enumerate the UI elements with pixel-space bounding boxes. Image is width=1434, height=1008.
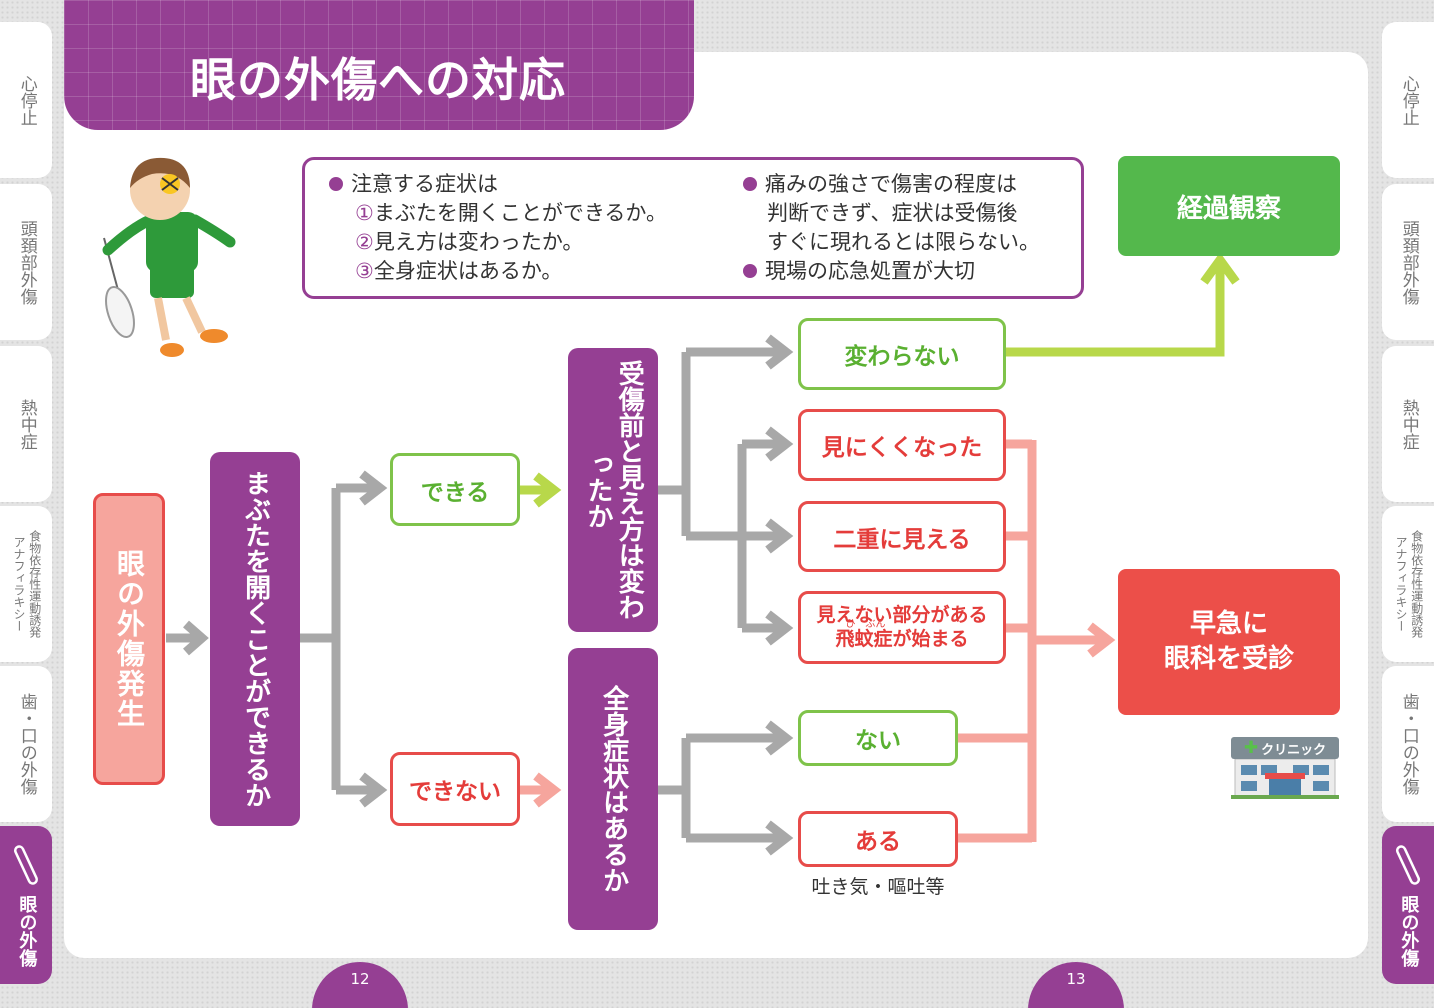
blind-spot-floaters-box: 見えない部分がある ひ ぶん 飛蚊症が始まる bbox=[798, 591, 1006, 664]
medical-cross-icon: ✚ bbox=[1243, 738, 1259, 758]
bandage-icon bbox=[1395, 845, 1421, 885]
question-eyelid-label: まぶたを開くことができるか bbox=[240, 470, 271, 808]
can-box: できる bbox=[390, 453, 520, 526]
tab-label: 頭頚部外傷 bbox=[1398, 219, 1419, 305]
observe-box: 経過観察 bbox=[1118, 156, 1340, 256]
arrow-symptoms-to-urgent bbox=[958, 439, 1104, 843]
blind-spot-label: 見えない部分がある bbox=[816, 603, 988, 626]
tab-teeth-mouth[interactable]: 歯・口の外傷 bbox=[0, 666, 52, 822]
tab-label: 歯・口の外傷 bbox=[16, 693, 37, 795]
unchanged-box: 変わらない bbox=[798, 318, 1006, 390]
clinic-sign: ✚クリニック bbox=[1231, 737, 1339, 759]
question-systemic-label: 全身症状はあるか bbox=[598, 685, 629, 893]
tab-label: 眼の外傷 bbox=[16, 895, 38, 967]
tab-anaphylaxis-right[interactable]: 食物依存性運動誘発アナフィラキシー bbox=[1382, 506, 1434, 662]
cannot-box: できない bbox=[390, 752, 520, 826]
double-vision-box: 二重に見える bbox=[798, 501, 1006, 572]
info-note-line: 判断できず、症状は受傷後 bbox=[767, 201, 1018, 225]
tab-anaphylaxis[interactable]: 食物依存性運動誘発アナフィラキシー bbox=[0, 506, 52, 662]
tab-head-neck[interactable]: 頭頚部外傷 bbox=[0, 184, 52, 340]
tab-teeth-mouth-right[interactable]: 歯・口の外傷 bbox=[1382, 666, 1434, 822]
bullet-icon bbox=[329, 177, 343, 191]
urgent-line-2: 眼科を受診 bbox=[1163, 644, 1294, 674]
tab-label: 食物依存性運動誘発 bbox=[27, 530, 42, 638]
info-note: 痛みの強さで傷害の程度は bbox=[743, 170, 1040, 199]
floaters-ruby: ひ bbox=[845, 618, 856, 630]
start-eye-injury-box: 眼の外傷発生 bbox=[93, 493, 165, 785]
floaters-label: 飛蚊症が始まる bbox=[835, 627, 969, 650]
tab-cardiac-arrest-right[interactable]: 心停止 bbox=[1382, 22, 1434, 178]
tab-label: 心停止 bbox=[1398, 74, 1419, 126]
info-item: ①まぶたを開くことができるか。 bbox=[355, 201, 667, 225]
tab-eye-injury-right[interactable]: 眼の外傷 bbox=[1382, 826, 1434, 984]
tab-label: アナフィラキシー bbox=[1394, 536, 1408, 632]
hard-to-see-box: 見にくくなった bbox=[798, 409, 1006, 481]
urgent-line-1: 早急に bbox=[1189, 608, 1268, 639]
tab-cardiac-arrest[interactable]: 心停止 bbox=[0, 22, 52, 178]
tab-eye-injury[interactable]: 眼の外傷 bbox=[0, 826, 52, 984]
floaters-ruby: ぶん bbox=[865, 618, 886, 630]
page-title: 眼の外傷への対応 bbox=[190, 53, 566, 107]
arrow-q2-sub-branch bbox=[737, 439, 786, 633]
title-band: 眼の外傷への対応 bbox=[64, 0, 694, 130]
floaters-line: ひ ぶん 飛蚊症が始まる bbox=[835, 619, 969, 652]
question-systemic-symptoms-box: 全身症状はあるか bbox=[568, 648, 658, 930]
info-heading: 注意する症状は bbox=[329, 170, 667, 199]
tab-label: 熱中症 bbox=[1398, 398, 1419, 450]
bullet-icon bbox=[743, 264, 757, 278]
arrow-q1-branch bbox=[300, 483, 376, 795]
tab-label: アナフィラキシー bbox=[12, 536, 26, 632]
start-label: 眼の外傷発生 bbox=[113, 549, 146, 729]
info-left-column: 注意する症状は ①まぶたを開くことができるか。 ②見え方は変わったか。 ③全身症… bbox=[329, 170, 667, 286]
tab-label: 心停止 bbox=[16, 74, 37, 126]
question-vision-change-box: 受傷前と見え方は変わったか bbox=[568, 348, 658, 632]
arrow-q3-branch bbox=[658, 733, 786, 843]
tab-heatstroke-right[interactable]: 熱中症 bbox=[1382, 346, 1434, 502]
tab-label: 歯・口の外傷 bbox=[1398, 693, 1419, 795]
tab-heatstroke[interactable]: 熱中症 bbox=[0, 346, 52, 502]
info-note-line: すぐに現れるとは限らない。 bbox=[767, 230, 1040, 254]
clinic-building-icon bbox=[1231, 759, 1339, 799]
arrow-unchanged-to-observe bbox=[1006, 266, 1225, 357]
info-note: 現場の応急処置が大切 bbox=[743, 257, 1040, 286]
no-symptoms-box: ない bbox=[798, 710, 958, 766]
info-item: ③全身症状はあるか。 bbox=[355, 259, 563, 283]
tab-label: 食物依存性運動誘発 bbox=[1409, 530, 1424, 638]
info-right-column: 痛みの強さで傷害の程度は 判断できず、症状は受傷後 すぐに現れるとは限らない。 … bbox=[743, 170, 1040, 286]
symptoms-note: 吐き気・嘔吐等 bbox=[811, 876, 945, 898]
clinic-illustration: ✚クリニック bbox=[1231, 737, 1339, 799]
tab-label: 眼の外傷 bbox=[1398, 895, 1420, 967]
tab-label: 頭頚部外傷 bbox=[16, 219, 37, 305]
arrow-q2-branch bbox=[658, 347, 786, 541]
urgent-ophthalmology-box: 早急に 眼科を受診 bbox=[1118, 569, 1340, 715]
bullet-icon bbox=[743, 177, 757, 191]
injured-player-illustration bbox=[102, 157, 236, 357]
tab-label: 熱中症 bbox=[16, 398, 37, 450]
caution-info-box: 注意する症状は ①まぶたを開くことができるか。 ②見え方は変わったか。 ③全身症… bbox=[302, 157, 1084, 299]
tab-head-neck-right[interactable]: 頭頚部外傷 bbox=[1382, 184, 1434, 340]
bandage-icon bbox=[13, 845, 39, 885]
question-eyelid-box: まぶたを開くことができるか bbox=[210, 452, 300, 826]
info-item: ②見え方は変わったか。 bbox=[355, 230, 584, 254]
has-symptoms-box: ある bbox=[798, 811, 958, 867]
question-vision-change-label: 受傷前と見え方は変わったか bbox=[583, 360, 645, 620]
